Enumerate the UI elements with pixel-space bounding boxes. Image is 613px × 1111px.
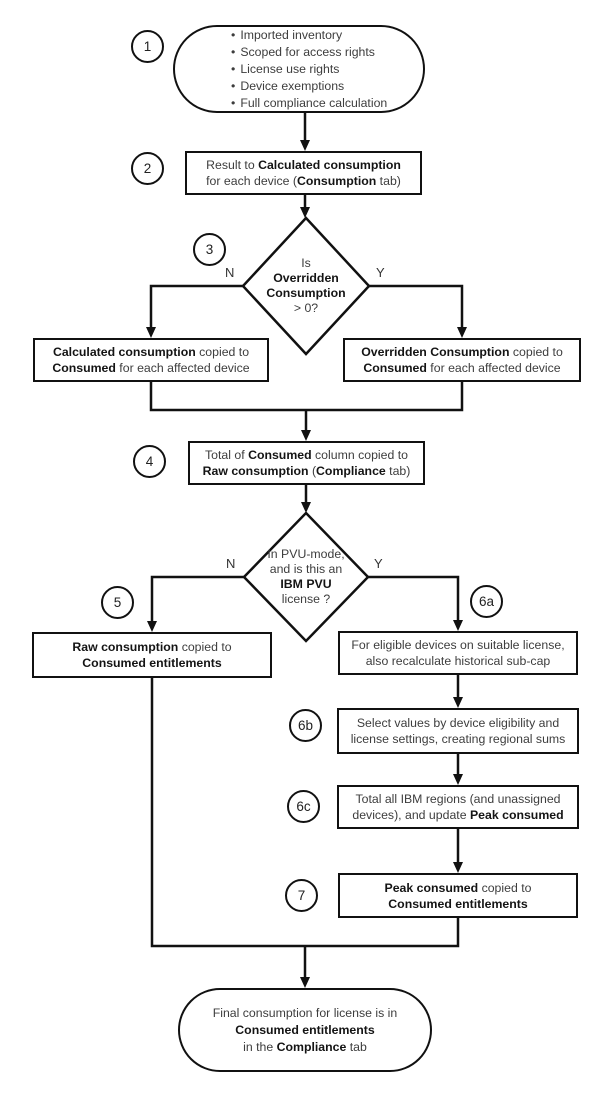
node-line: Select values by device eligibility and xyxy=(356,716,560,730)
bullet-item: • Imported inventory xyxy=(231,27,342,44)
end-node: Final consumption for license is in Cons… xyxy=(178,988,432,1072)
step-badge-4: 4 xyxy=(133,445,166,478)
step-badge-7: 7 xyxy=(285,879,318,912)
step-badge-5: 5 xyxy=(101,586,134,619)
node-line: Consumed for each affected device xyxy=(52,361,250,375)
bullet-icon: • xyxy=(231,95,236,110)
step-badge-2: 2 xyxy=(131,152,164,185)
process-box-raw-to-entitlements: Raw consumption copied to Consumed entit… xyxy=(32,632,272,678)
process-box-peak-to-entitlements: Peak consumed copied to Consumed entitle… xyxy=(338,873,578,918)
bullet-icon: • xyxy=(231,44,236,59)
node-line: also recalculate historical sub-cap xyxy=(365,654,551,668)
bullet-icon: • xyxy=(231,61,236,76)
node-line: Total of Consumed column copied to xyxy=(204,448,408,462)
bullet-icon: • xyxy=(231,78,236,93)
step-badge-label: 6a xyxy=(478,594,495,609)
node-line: for each device (Consumption tab) xyxy=(206,174,401,188)
bullet-item: • Device exemptions xyxy=(231,78,344,95)
bullet-text: License use rights xyxy=(240,61,340,76)
step-badge-label: 1 xyxy=(143,39,152,54)
step-badge-label: 5 xyxy=(113,595,122,610)
step-badge-6a: 6a xyxy=(470,585,503,618)
step-badge-label: 6c xyxy=(296,799,311,814)
node-line: Final consumption for license is in xyxy=(212,1005,398,1020)
arrow-diamond3-yes xyxy=(369,284,467,338)
node-line: Total all IBM regions (and unassigned xyxy=(355,792,561,806)
step-badge-6c: 6c xyxy=(287,790,320,823)
node-line: Calculated consumption copied to xyxy=(52,345,250,359)
node-line: > 0? xyxy=(293,301,319,315)
bullet-item: • Scoped for access rights xyxy=(231,44,375,61)
node-line: For eligible devices on suitable license… xyxy=(351,638,565,652)
node-line: Raw consumption copied to xyxy=(72,640,232,654)
branch-label-yes: Y xyxy=(376,265,385,280)
step-badge-label: 7 xyxy=(297,888,306,903)
node-line: Consumed entitlements xyxy=(388,896,528,911)
node-line: Consumed entitlements xyxy=(235,1022,375,1037)
decision-diamond-pvu xyxy=(242,511,370,643)
node-line: Consumed for each affected device xyxy=(363,361,561,375)
bullet-text: Full compliance calculation xyxy=(240,95,388,110)
step-badge-1: 1 xyxy=(131,30,164,63)
process-box-calculated-consumption: Result to Calculated consumption for eac… xyxy=(185,151,422,195)
branch-label-no: N xyxy=(226,556,236,571)
process-box-peak-consumed: Total all IBM regions (and unassigned de… xyxy=(337,785,579,829)
step-badge-label: 2 xyxy=(143,161,152,176)
decision-overridden-text: Is Overridden Consumption > 0? xyxy=(266,256,345,316)
node-line: Peak consumed copied to xyxy=(384,880,532,895)
arrow-diamond3-no xyxy=(146,284,243,338)
node-line: Overridden Consumption copied to xyxy=(361,345,563,359)
step-badge-6b: 6b xyxy=(289,709,322,742)
node-line: devices), and update Peak consumed xyxy=(352,808,564,822)
process-box-recalculate-subcap: For eligible devices on suitable license… xyxy=(338,631,578,675)
bullet-text: Device exemptions xyxy=(240,78,345,93)
arrow-diamond-pvu-yes xyxy=(368,575,463,631)
branch-label-yes: Y xyxy=(374,556,383,571)
step-badge-label: 6b xyxy=(297,718,314,733)
bullet-icon: • xyxy=(231,27,236,42)
process-box-regional-sums: Select values by device eligibility and … xyxy=(337,708,579,754)
node-line: Result to Calculated consumption xyxy=(206,158,401,172)
bullet-item: • License use rights xyxy=(231,61,339,78)
node-line: In PVU-mode, xyxy=(267,547,345,561)
node-line: license settings, creating regional sums xyxy=(350,732,566,746)
process-box-raw-consumption: Total of Consumed column copied to Raw c… xyxy=(188,441,425,485)
process-box-calculated-copied: Calculated consumption copied to Consume… xyxy=(33,338,269,382)
arrow-diamond-pvu-no xyxy=(147,575,244,632)
step-badge-label: 3 xyxy=(205,242,214,257)
bullet-item: • Full compliance calculation xyxy=(231,95,387,112)
process-box-overridden-copied: Overridden Consumption copied to Consume… xyxy=(343,338,581,382)
branch-label-no: N xyxy=(225,265,235,280)
node-line: Overridden xyxy=(273,271,339,285)
step-badge-3: 3 xyxy=(193,233,226,266)
node-line: Is xyxy=(301,256,311,270)
node-line: IBM PVU xyxy=(280,577,332,591)
start-node: • Imported inventory • Scoped for access r… xyxy=(173,25,425,113)
merge-lines-step3 xyxy=(149,382,464,412)
node-line: Raw consumption (Compliance tab) xyxy=(202,464,411,478)
node-line: Consumed entitlements xyxy=(82,656,222,670)
node-line: Consumption xyxy=(266,286,346,300)
step-badge-label: 4 xyxy=(145,454,154,469)
bullet-text: Scoped for access rights xyxy=(240,44,375,59)
bullet-text: Imported inventory xyxy=(240,27,343,42)
node-line: and is this an xyxy=(269,562,343,576)
node-line: license ? xyxy=(281,592,331,606)
decision-diamond-overridden xyxy=(241,216,371,356)
decision-pvu-text: In PVU-mode, and is this an IBM PVU lice… xyxy=(267,547,344,607)
node-line: in the Compliance tab xyxy=(243,1039,367,1054)
